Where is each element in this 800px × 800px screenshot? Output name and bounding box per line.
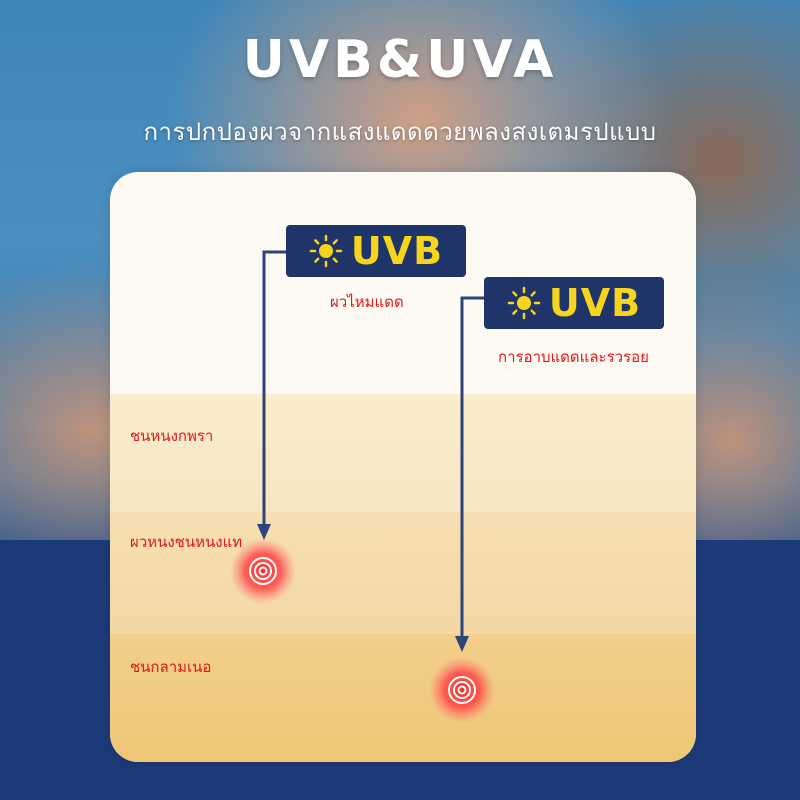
skin-layer-epidermis [110, 394, 696, 512]
page-subtitle: การปกปองผวจากแสงแดดดวยพลงสงเตมรปแบบ [143, 118, 657, 146]
sun-icon [507, 286, 541, 320]
uvb-badge-label: UVB [548, 281, 642, 325]
layer-label-epidermis: ชนหนงกพรา [130, 427, 214, 445]
skin-layer-dermis [110, 512, 696, 634]
uvb-badge-1: UVB [286, 225, 466, 277]
ray-caption-sunburn: ผวไหมแดด [330, 293, 404, 311]
sun-icon [309, 234, 343, 268]
uvb-badge-label: UVB [350, 229, 444, 273]
uvb-badge-2: UVB [484, 277, 664, 329]
ray-caption-tanning-wrinkles: การอาบแดดและรวรอย [498, 348, 649, 366]
layer-label-dermis: ผวหนงชนหนงแท [130, 533, 243, 551]
page-title: UVB&UVA [242, 30, 558, 90]
layer-label-muscle: ชนกลามเนอ [130, 658, 212, 676]
skin-diagram-panel [110, 172, 696, 762]
skin-layer-muscle [110, 634, 696, 762]
